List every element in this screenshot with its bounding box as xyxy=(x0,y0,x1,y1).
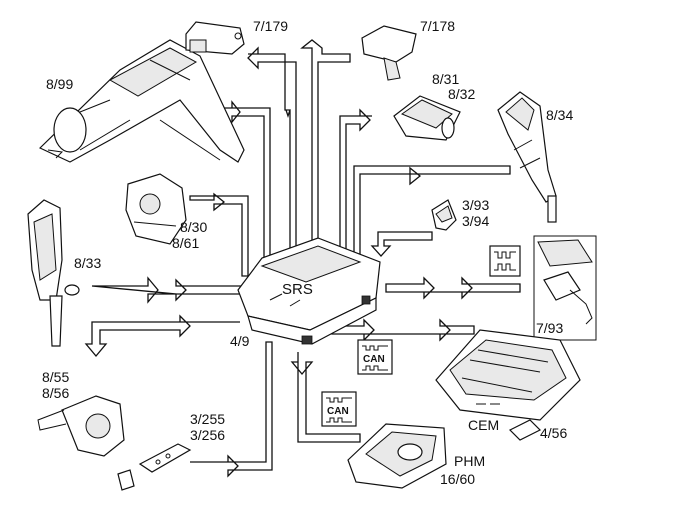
seat-switch-3-255: 3/255 3/256 xyxy=(117,411,225,491)
steering-column-code: 8/99 xyxy=(46,76,73,92)
arrow-8-31 xyxy=(339,108,372,255)
side-pretensioner-code: 8/33 xyxy=(74,255,101,271)
phm-module: PHM 16/60 xyxy=(347,423,485,489)
arrow-3-255 xyxy=(190,341,273,478)
module-8-31: 8/31 8/32 xyxy=(393,71,475,141)
can-label-1: CAN xyxy=(363,354,385,365)
pretensioner-8-34-code: 8/34 xyxy=(546,107,573,123)
seat-pretensioner-8-55-code: 8/55 xyxy=(42,369,69,385)
sensor-7-178-code: 7/178 xyxy=(420,18,455,34)
arrow-3-93 xyxy=(370,231,433,257)
srs-label: SRS xyxy=(282,281,313,298)
cem-label: CEM xyxy=(468,417,499,433)
arrow-can-phm xyxy=(290,352,361,443)
sensor-7-178: 7/178 xyxy=(361,18,455,81)
can-label-2: CAN xyxy=(327,406,349,417)
pretensioner-8-34: 8/34 xyxy=(497,91,573,223)
airbag-8-30-code: 8/30 xyxy=(180,219,207,235)
airbag-module: 8/30 8/61 xyxy=(125,173,207,251)
phm-label: PHM xyxy=(454,453,485,469)
srs-code: 4/9 xyxy=(230,333,250,349)
can-bus-icon-3: CAN xyxy=(321,391,357,427)
cem-code: 4/56 xyxy=(540,425,567,441)
arrow-8-33 xyxy=(91,276,243,304)
side-pretensioner-8-33: 8/33 xyxy=(27,199,101,347)
module-8-31-code: 8/31 xyxy=(432,71,459,87)
arrow-8-55 xyxy=(84,314,240,358)
airbag-8-61-code: 8/61 xyxy=(172,235,199,251)
arrow-can-cem xyxy=(331,318,475,342)
arrow-7-178 xyxy=(300,39,351,253)
seat-pretensioner-8-56-code: 8/56 xyxy=(42,385,69,401)
arrow-8-34 xyxy=(353,165,511,257)
buckle-3-94-code: 3/94 xyxy=(462,213,489,229)
buckle-3-93-code: 3/93 xyxy=(462,197,489,213)
phm-code: 16/60 xyxy=(440,471,475,487)
arrow-8-30 xyxy=(189,192,249,277)
occupant-sensor-code: 7/93 xyxy=(536,320,563,336)
seat-switch-3-255-code: 3/255 xyxy=(190,411,225,427)
cem-module: CEM 4/56 xyxy=(435,329,581,441)
srs-module: SRS 4/9 xyxy=(230,237,381,349)
sensor-7-179-code: 7/179 xyxy=(253,18,288,34)
arrow-8-99 xyxy=(186,100,271,265)
module-8-32-code: 8/32 xyxy=(448,86,475,102)
arrow-7-93 xyxy=(385,276,521,300)
steering-column: 8/99 xyxy=(38,39,245,163)
seat-pretensioner-8-55: 8/55 8/56 xyxy=(37,369,125,457)
buckle-3-93: 3/93 3/94 xyxy=(431,197,489,231)
seat-switch-3-256-code: 3/256 xyxy=(190,427,225,443)
occupant-sensor-7-93: 7/93 xyxy=(533,235,597,341)
arrow-7-179 xyxy=(247,46,297,253)
can-bus-icon-1 xyxy=(489,245,521,277)
sensor-7-179: 7/179 xyxy=(185,18,288,55)
can-bus-icon-2: CAN xyxy=(357,339,393,375)
